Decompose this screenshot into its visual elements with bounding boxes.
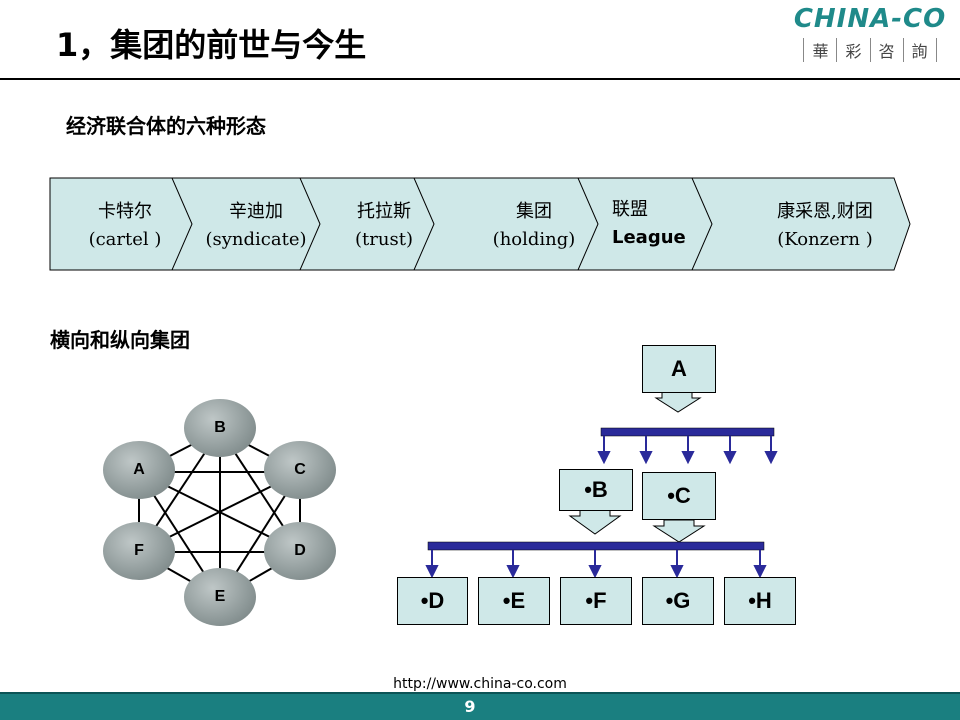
network-node-f: F [103, 522, 175, 580]
form-cartel: 卡特尔 (cartel ) [88, 201, 162, 250]
network-node-c: C [264, 441, 336, 499]
hierarchy-node-g: •G [642, 577, 714, 625]
footer-bar [0, 694, 960, 720]
hierarchy-node-e: •E [478, 577, 550, 625]
form-trust: 托拉斯 (trust) [355, 201, 413, 250]
logo-chinese-name: 華 彩 咨 詢 [786, 38, 954, 62]
footer-divider [0, 692, 960, 695]
company-logo: CHINA-CO 華 彩 咨 詢 [786, 4, 954, 66]
hierarchy-node-f: •F [560, 577, 632, 625]
logo-char: 華 [803, 38, 836, 62]
logo-wordmark: CHINA-CO [793, 4, 947, 34]
section-title-forms: 经济联合体的六种形态 [66, 114, 266, 138]
hierarchy-root-a: A [642, 345, 716, 393]
page-number: 9 [464, 697, 476, 716]
page-title: 1，集团的前世与今生 [56, 26, 367, 64]
title-divider [0, 78, 960, 80]
network-node-e: E [184, 568, 256, 626]
network-node-b: B [184, 399, 256, 457]
hierarchy-node-b: •B [559, 469, 633, 511]
logo-char: 詢 [902, 38, 937, 62]
form-holding: 集团 (holding) [492, 201, 576, 250]
logo-char: 彩 [836, 38, 869, 62]
hierarchy-node-d: •D [397, 577, 468, 625]
callout-b [568, 509, 622, 535]
form-league: 联盟 League [612, 199, 686, 248]
section-title-groups: 横向和纵向集团 [50, 328, 190, 352]
callout-a [654, 391, 702, 413]
form-konzern: 康采恩,财团 (Konzern ) [777, 201, 873, 250]
network-node-a: A [103, 441, 175, 499]
logo-char: 咨 [869, 38, 903, 62]
form-syndicate: 辛迪加 (syndicate) [205, 201, 307, 250]
hierarchy-node-c: •C [642, 472, 716, 520]
callout-c [652, 519, 706, 543]
hierarchy-node-h: •H [724, 577, 796, 625]
network-node-d: D [264, 522, 336, 580]
chevron-konzern [49, 177, 193, 271]
footer-url[interactable]: http://www.china-co.com [393, 676, 567, 692]
